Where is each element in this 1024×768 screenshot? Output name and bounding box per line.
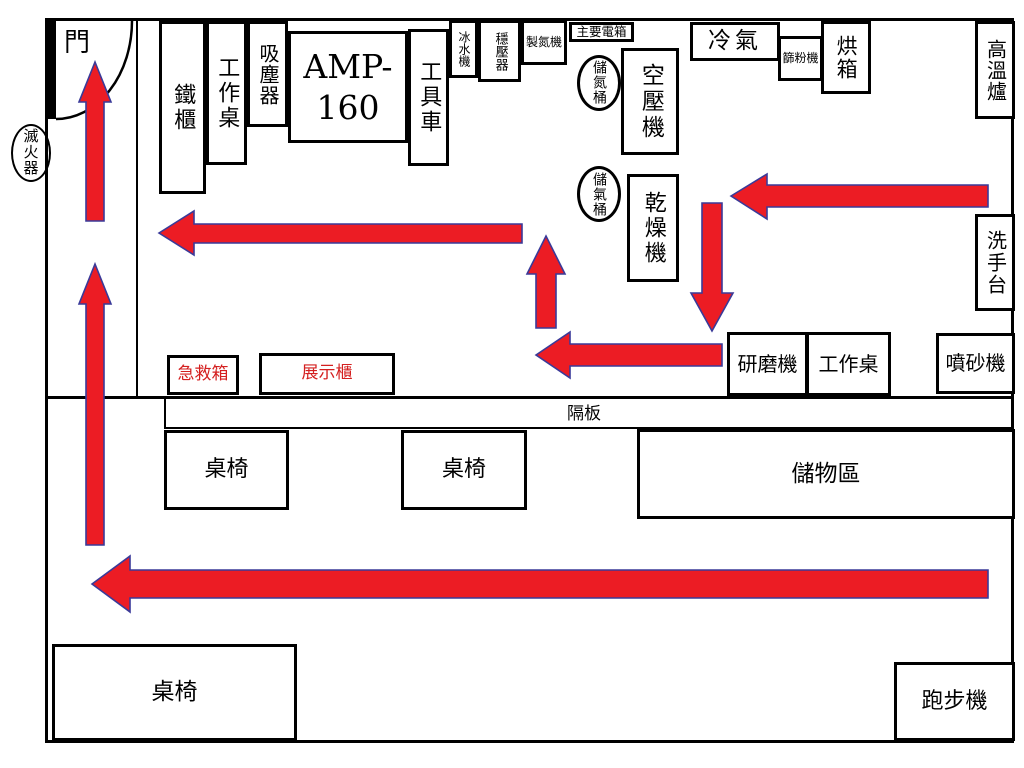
- door-leaf: [45, 20, 56, 119]
- box-voltage-stabilizer: 穩壓器: [478, 20, 521, 82]
- box-tool-cart: 工具車: [408, 29, 449, 166]
- box-storage-area: 儲物區: [637, 429, 1015, 519]
- box-iron-cabinet: 鐵櫃: [159, 21, 206, 194]
- box-nitrogen-generator: 製氮機: [521, 20, 567, 65]
- wall-top: [45, 18, 1014, 21]
- wall-left: [45, 18, 48, 743]
- box-table-chairs-left: 桌椅: [164, 430, 289, 510]
- box-drying-oven: 烘箱: [821, 21, 871, 94]
- box-dryer: 乾燥機: [627, 174, 679, 282]
- fire-extinguisher-label: 滅火器: [21, 128, 40, 176]
- box-display-cabinet: 展示櫃: [259, 353, 395, 395]
- wall-partition-step: [164, 396, 166, 429]
- box-work-table-top: 工作桌: [206, 21, 247, 165]
- box-ice-water-machine: 冰水機: [449, 20, 478, 78]
- box-high-temperature-furnace: 高溫爐: [975, 21, 1015, 119]
- box-powder-sieving-machine: 篩粉機: [778, 36, 823, 81]
- nitrogen-tank-label: 儲氮桶: [591, 59, 607, 105]
- nitrogen-tank-circle: [577, 55, 621, 111]
- box-grinding-machine: 研磨機: [727, 332, 808, 396]
- wall-bottom: [45, 740, 1014, 743]
- wall-partition-lower: [164, 427, 1011, 429]
- wall-room-divider: [45, 396, 1011, 399]
- door-label: 門: [64, 28, 91, 58]
- box-wash-basin: 洗手台: [975, 214, 1015, 311]
- fire-extinguisher-circle: [11, 124, 51, 182]
- partition-label: 隔板: [567, 404, 601, 424]
- box-treadmill: 跑步機: [894, 662, 1015, 741]
- wall-corridor-divider: [136, 21, 138, 397]
- box-main-electrical-box: 主要電箱: [569, 22, 634, 42]
- box-first-aid-kit: 急救箱: [167, 355, 239, 395]
- box-amp-160: AMP-160: [288, 31, 408, 143]
- box-work-table-right: 工作桌: [806, 332, 891, 396]
- gas-tank-label: 儲氣桶: [591, 171, 607, 217]
- gas-tank-circle: [577, 166, 621, 222]
- box-air-compressor: 空壓機: [621, 48, 679, 155]
- box-table-chairs-bottom: 桌椅: [52, 644, 297, 741]
- box-sandblasting-machine: 噴砂機: [936, 333, 1015, 394]
- box-table-chairs-middle: 桌椅: [401, 430, 527, 510]
- box-air-conditioner: 冷氣: [690, 22, 780, 61]
- box-vacuum-cleaner: 吸塵器: [247, 21, 288, 127]
